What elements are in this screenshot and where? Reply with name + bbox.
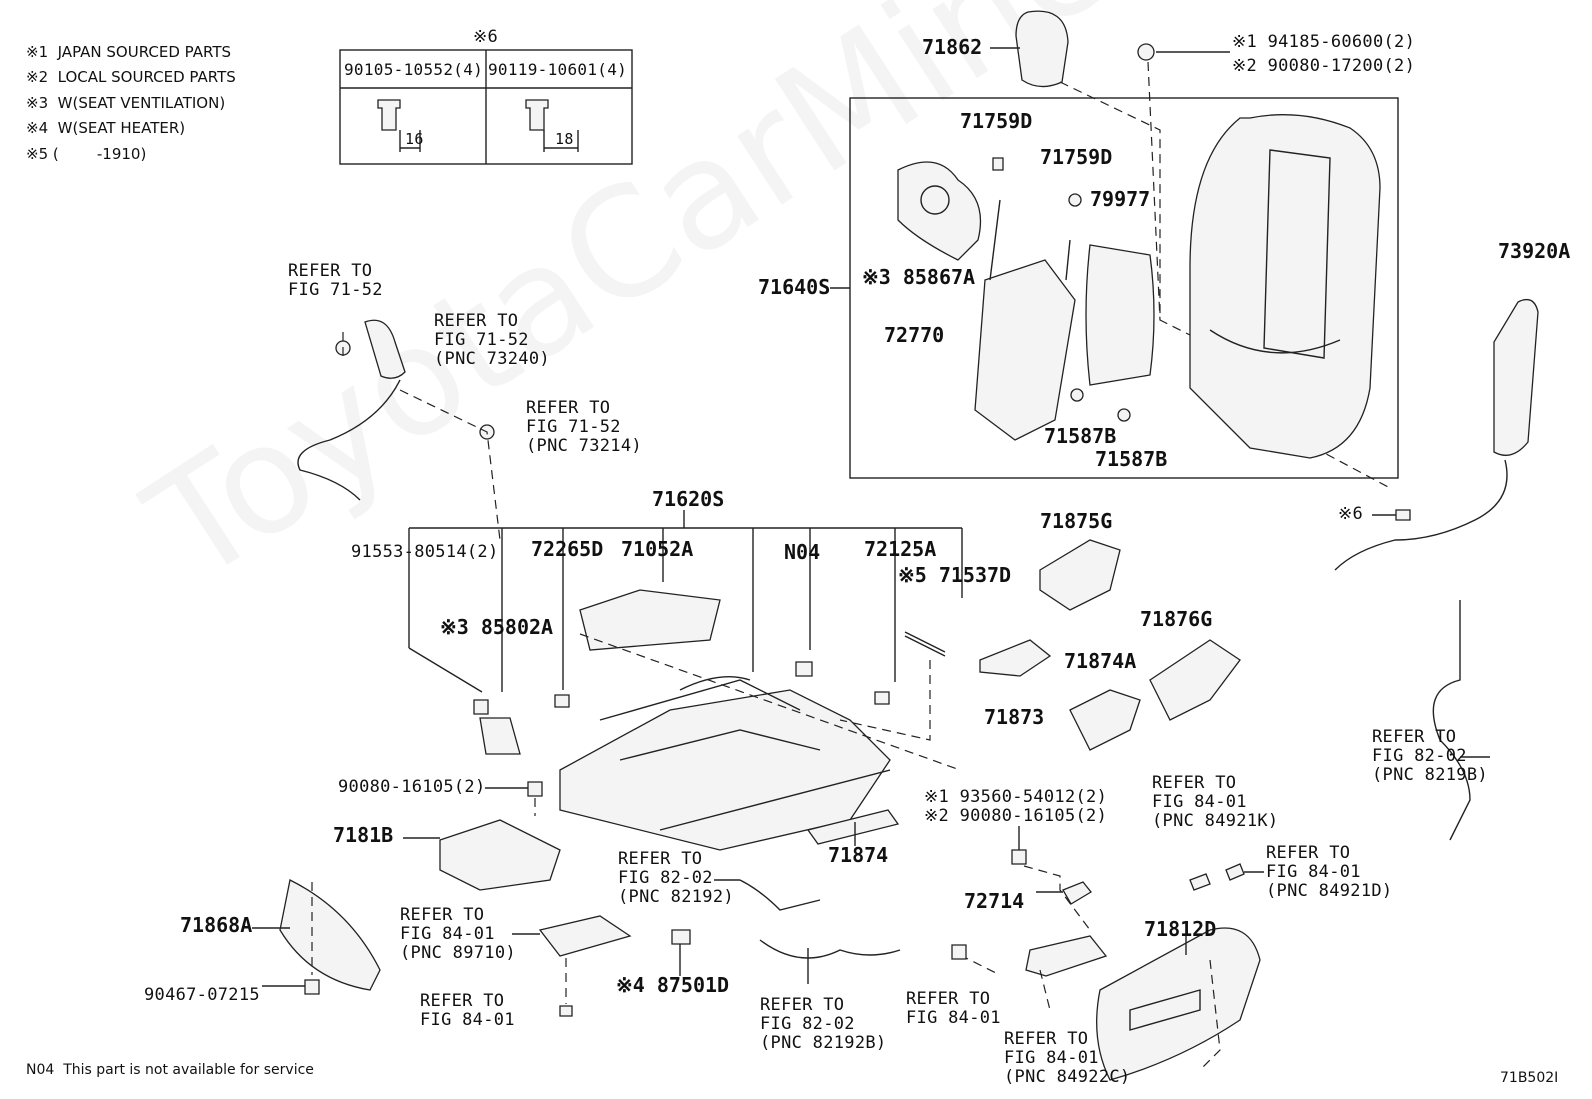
part-label-71587b-1[interactable]: 71587B — [1044, 424, 1117, 448]
refer-fig-84-01-c[interactable]: REFER TO FIG 84-01 (PNC 89710) — [400, 905, 516, 963]
part-label-72125a[interactable]: 72125A — [864, 537, 937, 561]
bolt-length-2: 18 — [555, 130, 574, 148]
part-label-71640s[interactable]: 71640S — [758, 275, 831, 299]
part-label-71759d-2[interactable]: 71759D — [1040, 145, 1113, 169]
headrest-cover-part — [1015, 10, 1069, 88]
part-label-93560[interactable]: ※1 93560-54012(2) ※2 90080-16105(2) — [924, 787, 1108, 826]
refer-fig-71-52-b[interactable]: REFER TO FIG 71-52 (PNC 73240) — [434, 311, 550, 369]
part-label-71874a[interactable]: 71874A — [1064, 649, 1137, 673]
bolt-part-2: 90119-10601(4) — [488, 60, 628, 79]
part-label-85867a[interactable]: ※3 85867A — [862, 265, 976, 289]
bolt-part-1: 90105-10552(4) — [344, 60, 484, 79]
part-label-73920a[interactable]: 73920A — [1498, 239, 1571, 263]
part-label-7181b[interactable]: 7181B — [333, 823, 394, 847]
part-label-90080-16105[interactable]: 90080-16105(2) — [338, 777, 486, 797]
note-3: ※3 W(SEAT VENTILATION) — [26, 94, 226, 112]
part-label-85802a[interactable]: ※3 85802A — [440, 615, 554, 639]
part-label-72714[interactable]: 72714 — [964, 889, 1025, 913]
part-label-71875g[interactable]: 71875G — [1040, 509, 1113, 533]
figure-code: 71B502I — [1500, 1070, 1559, 1086]
part-label-71876g[interactable]: 71876G — [1140, 607, 1213, 631]
part-label-71812d[interactable]: 71812D — [1144, 917, 1217, 941]
refer-fig-84-01-a[interactable]: REFER TO FIG 84-01 (PNC 84921K) — [1152, 773, 1279, 831]
part-label-71587b-2[interactable]: 71587B — [1095, 447, 1168, 471]
part-label-n04[interactable]: N04 — [784, 540, 821, 564]
part-label-87501d[interactable]: ※4 87501D — [616, 973, 730, 997]
note-1: ※1 JAPAN SOURCED PARTS — [26, 43, 232, 61]
footer-note: N04 This part is not available for servi… — [26, 1062, 314, 1078]
part-label-71620s[interactable]: 71620S — [652, 487, 725, 511]
part-label-79977[interactable]: 79977 — [1090, 187, 1151, 211]
refer-fig-82-02-a[interactable]: REFER TO FIG 82-02 (PNC 8219B) — [1372, 727, 1488, 785]
part-label-91553[interactable]: 91553-80514(2) — [351, 542, 499, 562]
bolt-table-header: ※6 — [473, 27, 499, 47]
seatback-frame-part — [1189, 114, 1381, 459]
refer-fig-84-01-e[interactable]: REFER TO FIG 84-01 — [906, 989, 1001, 1028]
note-5: ※5 ( -1910) — [26, 145, 147, 163]
part-label-72265d[interactable]: 72265D — [531, 537, 604, 561]
refer-fig-71-52-a[interactable]: REFER TO FIG 71-52 — [288, 261, 383, 300]
refer-fig-84-01-d[interactable]: REFER TO FIG 84-01 — [420, 991, 515, 1030]
bolt-ref-x6: ※6 — [1338, 504, 1364, 524]
71620s-bracket-lines — [408, 510, 963, 693]
note-2: ※2 LOCAL SOURCED PARTS — [26, 68, 236, 86]
refer-fig-82-02-b[interactable]: REFER TO FIG 82-02 (PNC 82192) — [618, 849, 734, 907]
refer-fig-71-52-c[interactable]: REFER TO FIG 71-52 (PNC 73214) — [526, 398, 642, 456]
note-4: ※4 W(SEAT HEATER) — [26, 119, 186, 137]
part-label-71537d[interactable]: ※5 71537D — [898, 563, 1012, 587]
part-label-90467[interactable]: 90467-07215 — [144, 985, 260, 1005]
refer-fig-84-01-b[interactable]: REFER TO FIG 84-01 (PNC 84921D) — [1266, 843, 1393, 901]
part-label-90080-17200[interactable]: ※2 90080-17200(2) — [1232, 56, 1416, 76]
part-label-71873[interactable]: 71873 — [984, 705, 1045, 729]
part-label-71874[interactable]: 71874 — [828, 843, 889, 867]
bolt-length-1: 16 — [405, 130, 424, 148]
bolt-table — [339, 49, 633, 165]
part-label-72770[interactable]: 72770 — [884, 323, 945, 347]
part-label-71862[interactable]: 71862 — [922, 35, 983, 59]
part-label-94185[interactable]: ※1 94185-60600(2) — [1232, 32, 1416, 52]
seat-track-frame — [559, 689, 891, 851]
part-label-71052a[interactable]: 71052A — [621, 537, 694, 561]
refer-fig-82-02-c[interactable]: REFER TO FIG 82-02 (PNC 82192B) — [760, 995, 887, 1053]
refer-fig-84-01-f[interactable]: REFER TO FIG 84-01 (PNC 84922C) — [1004, 1029, 1131, 1087]
part-label-71868a[interactable]: 71868A — [180, 913, 253, 937]
part-label-71759d-1[interactable]: 71759D — [960, 109, 1033, 133]
